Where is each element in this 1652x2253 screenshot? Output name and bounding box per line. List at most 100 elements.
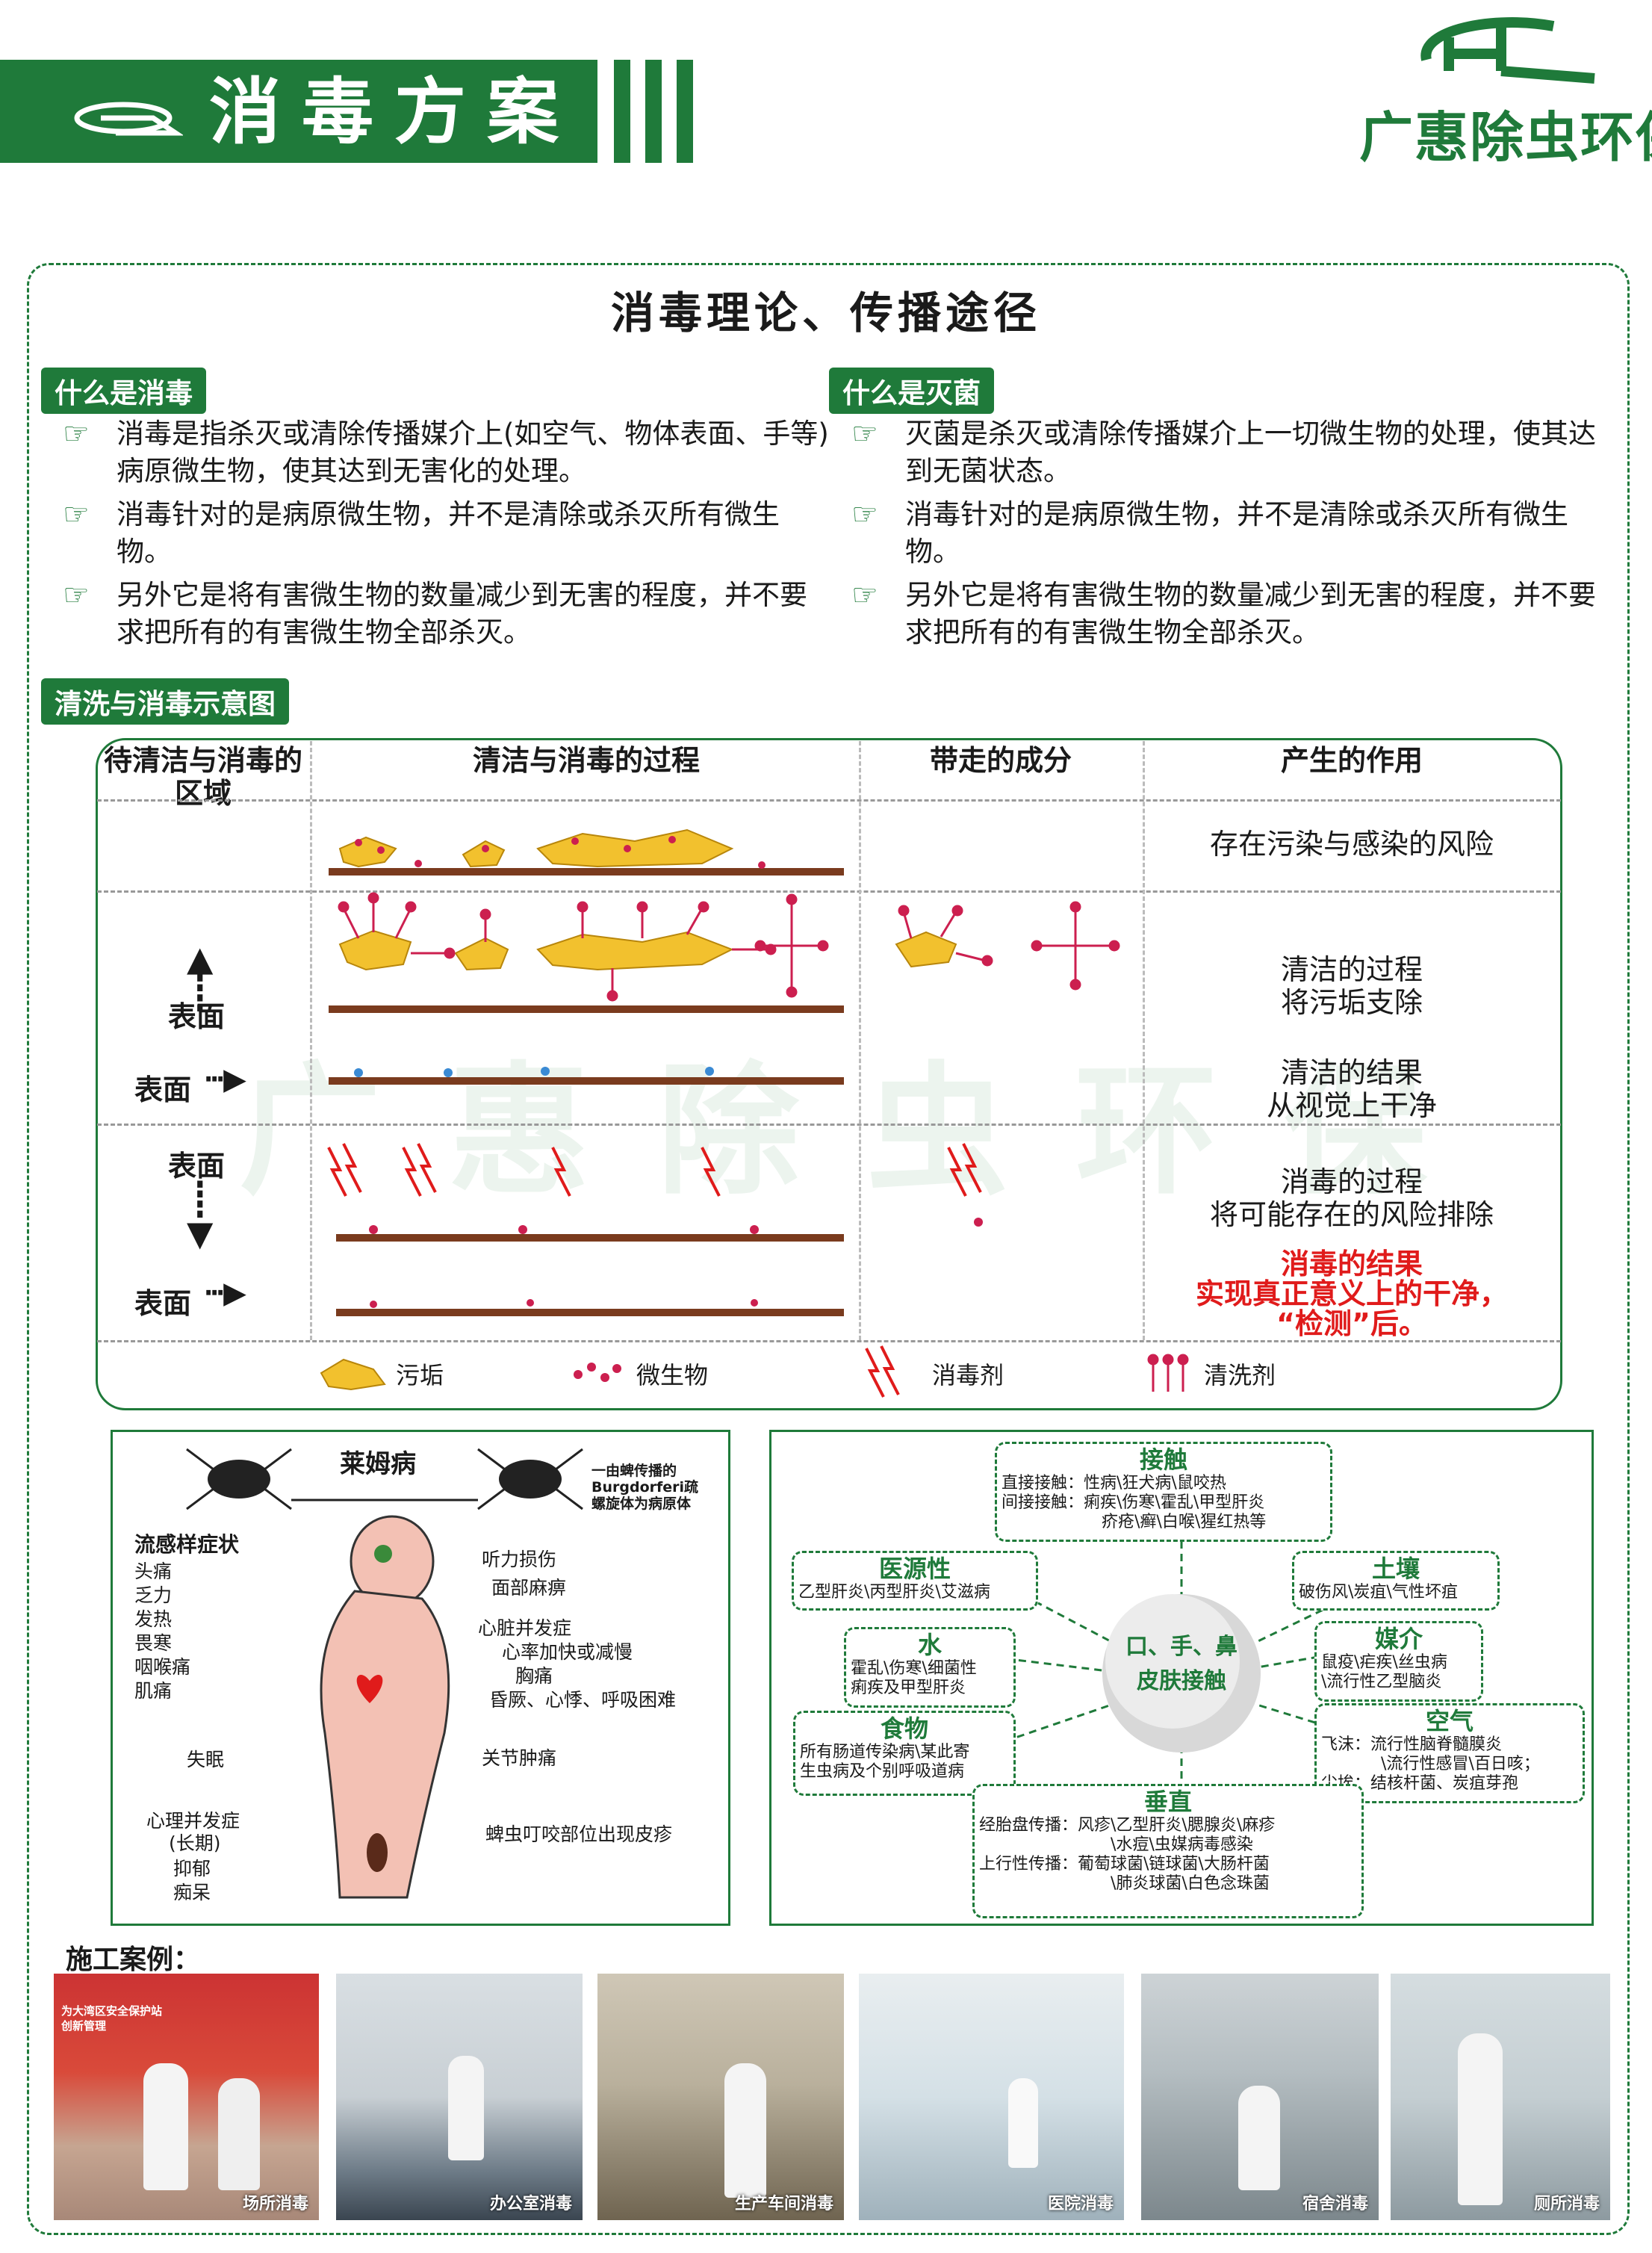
legend-disinfectant: 消毒剂 (932, 1361, 1004, 1389)
route-line: 生虫病及个别呼吸道病 (800, 1762, 965, 1781)
banner-text: 为大湾区安全保护站 创新管理 (61, 2003, 285, 2033)
clean-result-line: 清洁的结果 (1280, 1056, 1423, 1089)
disinfect-result-line: 实现真正意义上的干净， (1195, 1277, 1508, 1310)
flu-item: 肌痛 (134, 1680, 173, 1702)
route-line: 痢疾及甲型肝炎 (851, 1679, 966, 1697)
pointing-hand-icon: ☞ (851, 578, 878, 613)
bullet-text: 另外它是将有害微生物的数量减少到无害的程度，并不要求把所有的有害微生物全部杀灭。 (117, 579, 807, 648)
note-line: 一由蜱传播的 (591, 1463, 677, 1479)
bullet-text: 另外它是将有害微生物的数量减少到无害的程度，并不要求把所有的有害微生物全部杀灭。 (905, 579, 1596, 648)
detergent-icon (1147, 1354, 1189, 1392)
arrow-up-icon: ▲┋ (187, 938, 214, 1013)
case-photo-office: 办公室消毒 (336, 1974, 583, 2220)
route-title: 医源性 (878, 1555, 951, 1583)
effect-risk: 存在污染与感染的风险 (1209, 828, 1494, 861)
surface-label: 表面 (168, 1150, 226, 1183)
flu-item: 发热 (134, 1608, 173, 1630)
row-divider (97, 890, 1561, 893)
diagram-table (96, 738, 1562, 1410)
flu-title: 流感样症状 (134, 1532, 240, 1557)
row-divider (97, 799, 1561, 802)
pointing-hand-icon: ☞ (63, 578, 90, 613)
clean-result-text: 清洁的结果 从视觉上干净 (1150, 1056, 1553, 1122)
header-bar (0, 60, 597, 163)
disinfect-process-text: 消毒的过程 将可能存在的风险排除 (1150, 1165, 1553, 1231)
worker-figure (448, 2056, 484, 2160)
worker-figure (1008, 2078, 1038, 2168)
disinfect-process-line: 消毒的过程 (1280, 1165, 1423, 1198)
list-item: ☞ 另外它是将有害微生物的数量减少到无害的程度，并不要求把所有的有害微生物全部杀灭… (63, 577, 832, 651)
flu-item: 头痛 (134, 1561, 173, 1582)
symptom-faint: 昏厥、心悸、呼吸困难 (489, 1689, 677, 1711)
center-line: 皮肤接触 (1137, 1668, 1226, 1694)
route-soil: 土壤 破伤风\炭疽\气性坏疽 (1292, 1551, 1500, 1611)
route-line: \水痘\虫媒病毒感染 (1111, 1835, 1253, 1854)
section-title: 消毒理论、传播途径 (610, 288, 1041, 338)
symptom-dementia: 痴呆 (173, 1882, 211, 1903)
logo-mark-icon (74, 102, 183, 136)
bullet-text: 消毒是指杀灭或清除传播媒介上(如空气、物体表面、手等)病原微生物，使其达到无害化… (117, 418, 829, 487)
microbe-icon (574, 1363, 621, 1382)
transmission-panel (769, 1430, 1594, 1926)
disinfect-result-text: 消毒的结果 实现真正意义上的干净， “检测”后。 (1150, 1249, 1553, 1339)
case-photo-workshop: 生产车间消毒 (597, 1974, 844, 2220)
symptom-joint: 关节肿痛 (482, 1747, 557, 1769)
row-divider (97, 1124, 1561, 1126)
disinfection-list: ☞ 消毒是指杀灭或清除传播媒介上(如空气、物体表面、手等)病原微生物，使其达到无害… (63, 415, 832, 651)
content-frame (27, 263, 1630, 2235)
tag-diagram: 清洗与消毒示意图 (41, 678, 289, 725)
lyme-title: 莱姆病 (340, 1449, 416, 1479)
legend-detergent: 清洗剂 (1204, 1361, 1276, 1389)
symptom-heart: 心脏并发症 (478, 1617, 572, 1639)
route-title: 空气 (1425, 1707, 1474, 1735)
arrow-down-icon: ┋▼ (187, 1179, 214, 1253)
note-line: Burgdorferi疏 (591, 1479, 699, 1496)
list-item: ☞ 消毒针对的是病原微生物，并不是清除或杀灭所有微生物。 (851, 496, 1621, 571)
col-divider (1143, 741, 1145, 1340)
symptom-mental: 心理并发症 (146, 1810, 240, 1832)
worker-figure (143, 2063, 188, 2190)
brand-name: 广惠除虫环保 (1359, 106, 1652, 169)
surface-label: 表面 (134, 1287, 192, 1320)
worker-figure (1238, 2086, 1280, 2190)
list-item: ☞ 另外它是将有害微生物的数量减少到无害的程度，并不要求把所有的有害微生物全部杀灭… (851, 577, 1621, 651)
route-line: \流行性感冒\百日咳； (1381, 1755, 1540, 1773)
surface-label: 表面 (168, 1000, 226, 1033)
header-stripe (614, 60, 630, 163)
human-figure-icon (320, 1515, 450, 1899)
route-iatrogenic: 医源性 乙型肝炎\丙型肝炎\艾滋病 (792, 1551, 1038, 1611)
col-header-process: 清洁与消毒的过程 (472, 744, 700, 777)
header-stripe (645, 60, 662, 163)
symptom-mental-period: (长期) (169, 1832, 221, 1854)
route-line: 经胎盘传播：风疹\乙型肝炎\腮腺炎\麻疹 (979, 1816, 1276, 1835)
route-line: 霍乱\伤寒\细菌性 (851, 1659, 977, 1678)
disinfectant-icon (865, 1345, 900, 1398)
route-title: 媒介 (1374, 1625, 1423, 1653)
tick-icon (186, 1448, 583, 1510)
case-photo-venue: 为大湾区安全保护站 创新管理 场所消毒 (54, 1974, 319, 2220)
route-line: 飞沫：流行性脑脊髓膜炎 (1321, 1735, 1503, 1754)
route-line: 间接接触：痢疾\伤寒\霍乱\甲型肝炎 (1002, 1493, 1265, 1512)
route-contact: 接触 直接接触：性病\狂犬病\鼠咬热 间接接触：痢疾\伤寒\霍乱\甲型肝炎 疥疮… (995, 1442, 1332, 1542)
bullet-text: 消毒针对的是病原微生物，并不是清除或杀灭所有微生物。 (117, 498, 780, 568)
arrow-right-icon: ┅▶ (205, 1276, 246, 1310)
case-caption: 生产车间消毒 (734, 2195, 833, 2213)
transmission-connectors (1015, 1542, 1345, 1784)
pointing-hand-icon: ☞ (851, 417, 878, 451)
case-photo-hospital: 医院消毒 (859, 1974, 1124, 2220)
flu-item: 咽喉痛 (134, 1656, 191, 1678)
bullet-text: 消毒针对的是病原微生物，并不是清除或杀灭所有微生物。 (905, 498, 1568, 568)
surface-label: 表面 (134, 1073, 192, 1106)
clean-process-line: 清洁的过程 (1280, 953, 1423, 986)
pointing-hand-icon: ☞ (63, 417, 90, 451)
case-caption: 医院消毒 (1047, 2195, 1114, 2213)
list-item: ☞消毒针对的是病原微生物，并不是清除或杀灭所有微生物。 (63, 496, 832, 571)
tag-disinfection: 什么是消毒 (41, 368, 206, 414)
route-line: 所有肠道传染病\某此寄 (800, 1743, 970, 1761)
route-vector: 媒介 鼠疫\疟疾\丝虫病 \流行性乙型脑炎 (1314, 1621, 1483, 1702)
pointing-hand-icon: ☞ (851, 498, 878, 532)
route-line: \肺炎球菌\白色念珠菌 (1111, 1874, 1270, 1893)
bullet-text: 灭菌是杀灭或清除传播媒介上一切微生物的处理，使其达到无菌状态。 (905, 418, 1596, 487)
note-line: 螺旋体为病原体 (591, 1496, 692, 1512)
flu-item: 畏寒 (134, 1632, 173, 1654)
